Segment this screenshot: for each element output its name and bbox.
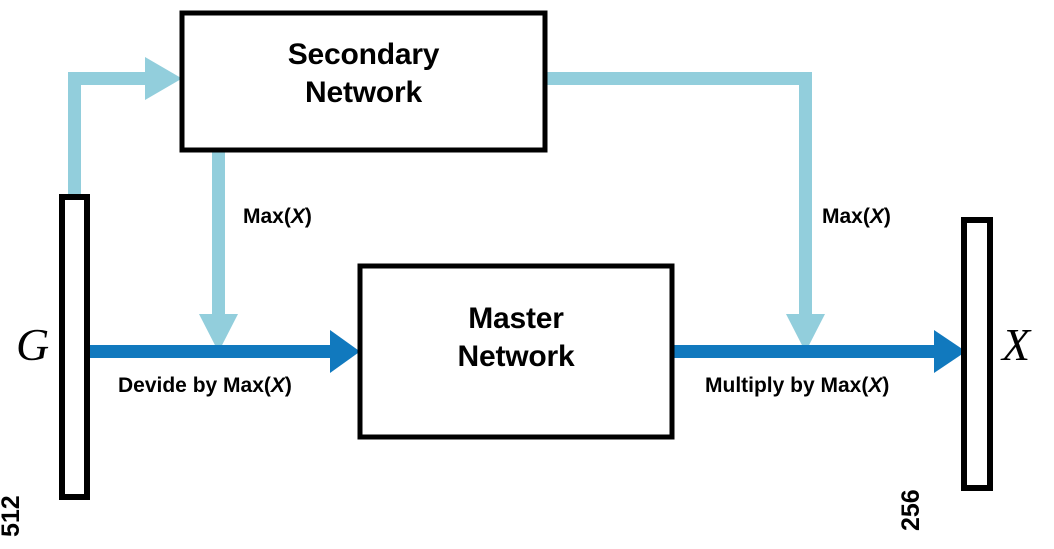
node-label-master-network: Master Network [360,300,672,376]
edge-label-multiply-prefix: Multiply by Max( [705,374,869,397]
edge-label-multiply-by-max-x: Multiply by Max(X) [705,374,889,398]
node-label-master-network-line1: Master [468,302,564,335]
node-master-network-box [357,263,675,440]
edge-label-max-x-left-prefix: Max( [243,205,291,228]
node-label-secondary-network: Secondary Network [182,36,545,112]
edge-label-max-x-right-var: X [869,205,884,228]
tensor-label-x: X [1002,319,1031,370]
edge-label-max-x-left-suffix: ) [304,205,312,228]
edge-label-divide-by-max-x: Devide by Max(X) [118,374,292,398]
node-secondary-network-box [179,10,548,153]
node-label-secondary-network-line2: Network [305,76,422,109]
edge-label-divide-suffix: ) [284,374,292,397]
edge-label-multiply-suffix: ) [882,374,890,397]
edge-label-max-x-right-prefix: Max( [822,205,870,228]
tensor-label-g: G [16,319,50,370]
edge-label-max-x-right-suffix: ) [883,205,891,228]
edge-label-multiply-var: X [868,374,883,397]
tensor-output-bar [961,217,993,491]
node-label-master-network-line2: Network [457,340,575,373]
edge-master-to-x [670,330,966,373]
edge-label-max-x-left-var: X [290,205,305,228]
edge-secondary-to-multiply [545,72,825,352]
edge-g-to-master [84,330,360,373]
tensor-input-bar [59,194,90,500]
tensor-size-512: 512 [0,495,25,537]
tensor-size-256: 256 [897,489,925,531]
node-label-secondary-network-line1: Secondary [287,38,440,71]
edge-label-max-x-left: Max(X) [243,205,312,229]
edge-label-divide-prefix: Devide by Max( [118,374,271,397]
edge-label-divide-var: X [270,374,285,397]
edge-label-max-x-right: Max(X) [822,205,891,229]
edge-g-to-secondary [68,57,182,200]
edge-secondary-to-divide [199,150,238,352]
